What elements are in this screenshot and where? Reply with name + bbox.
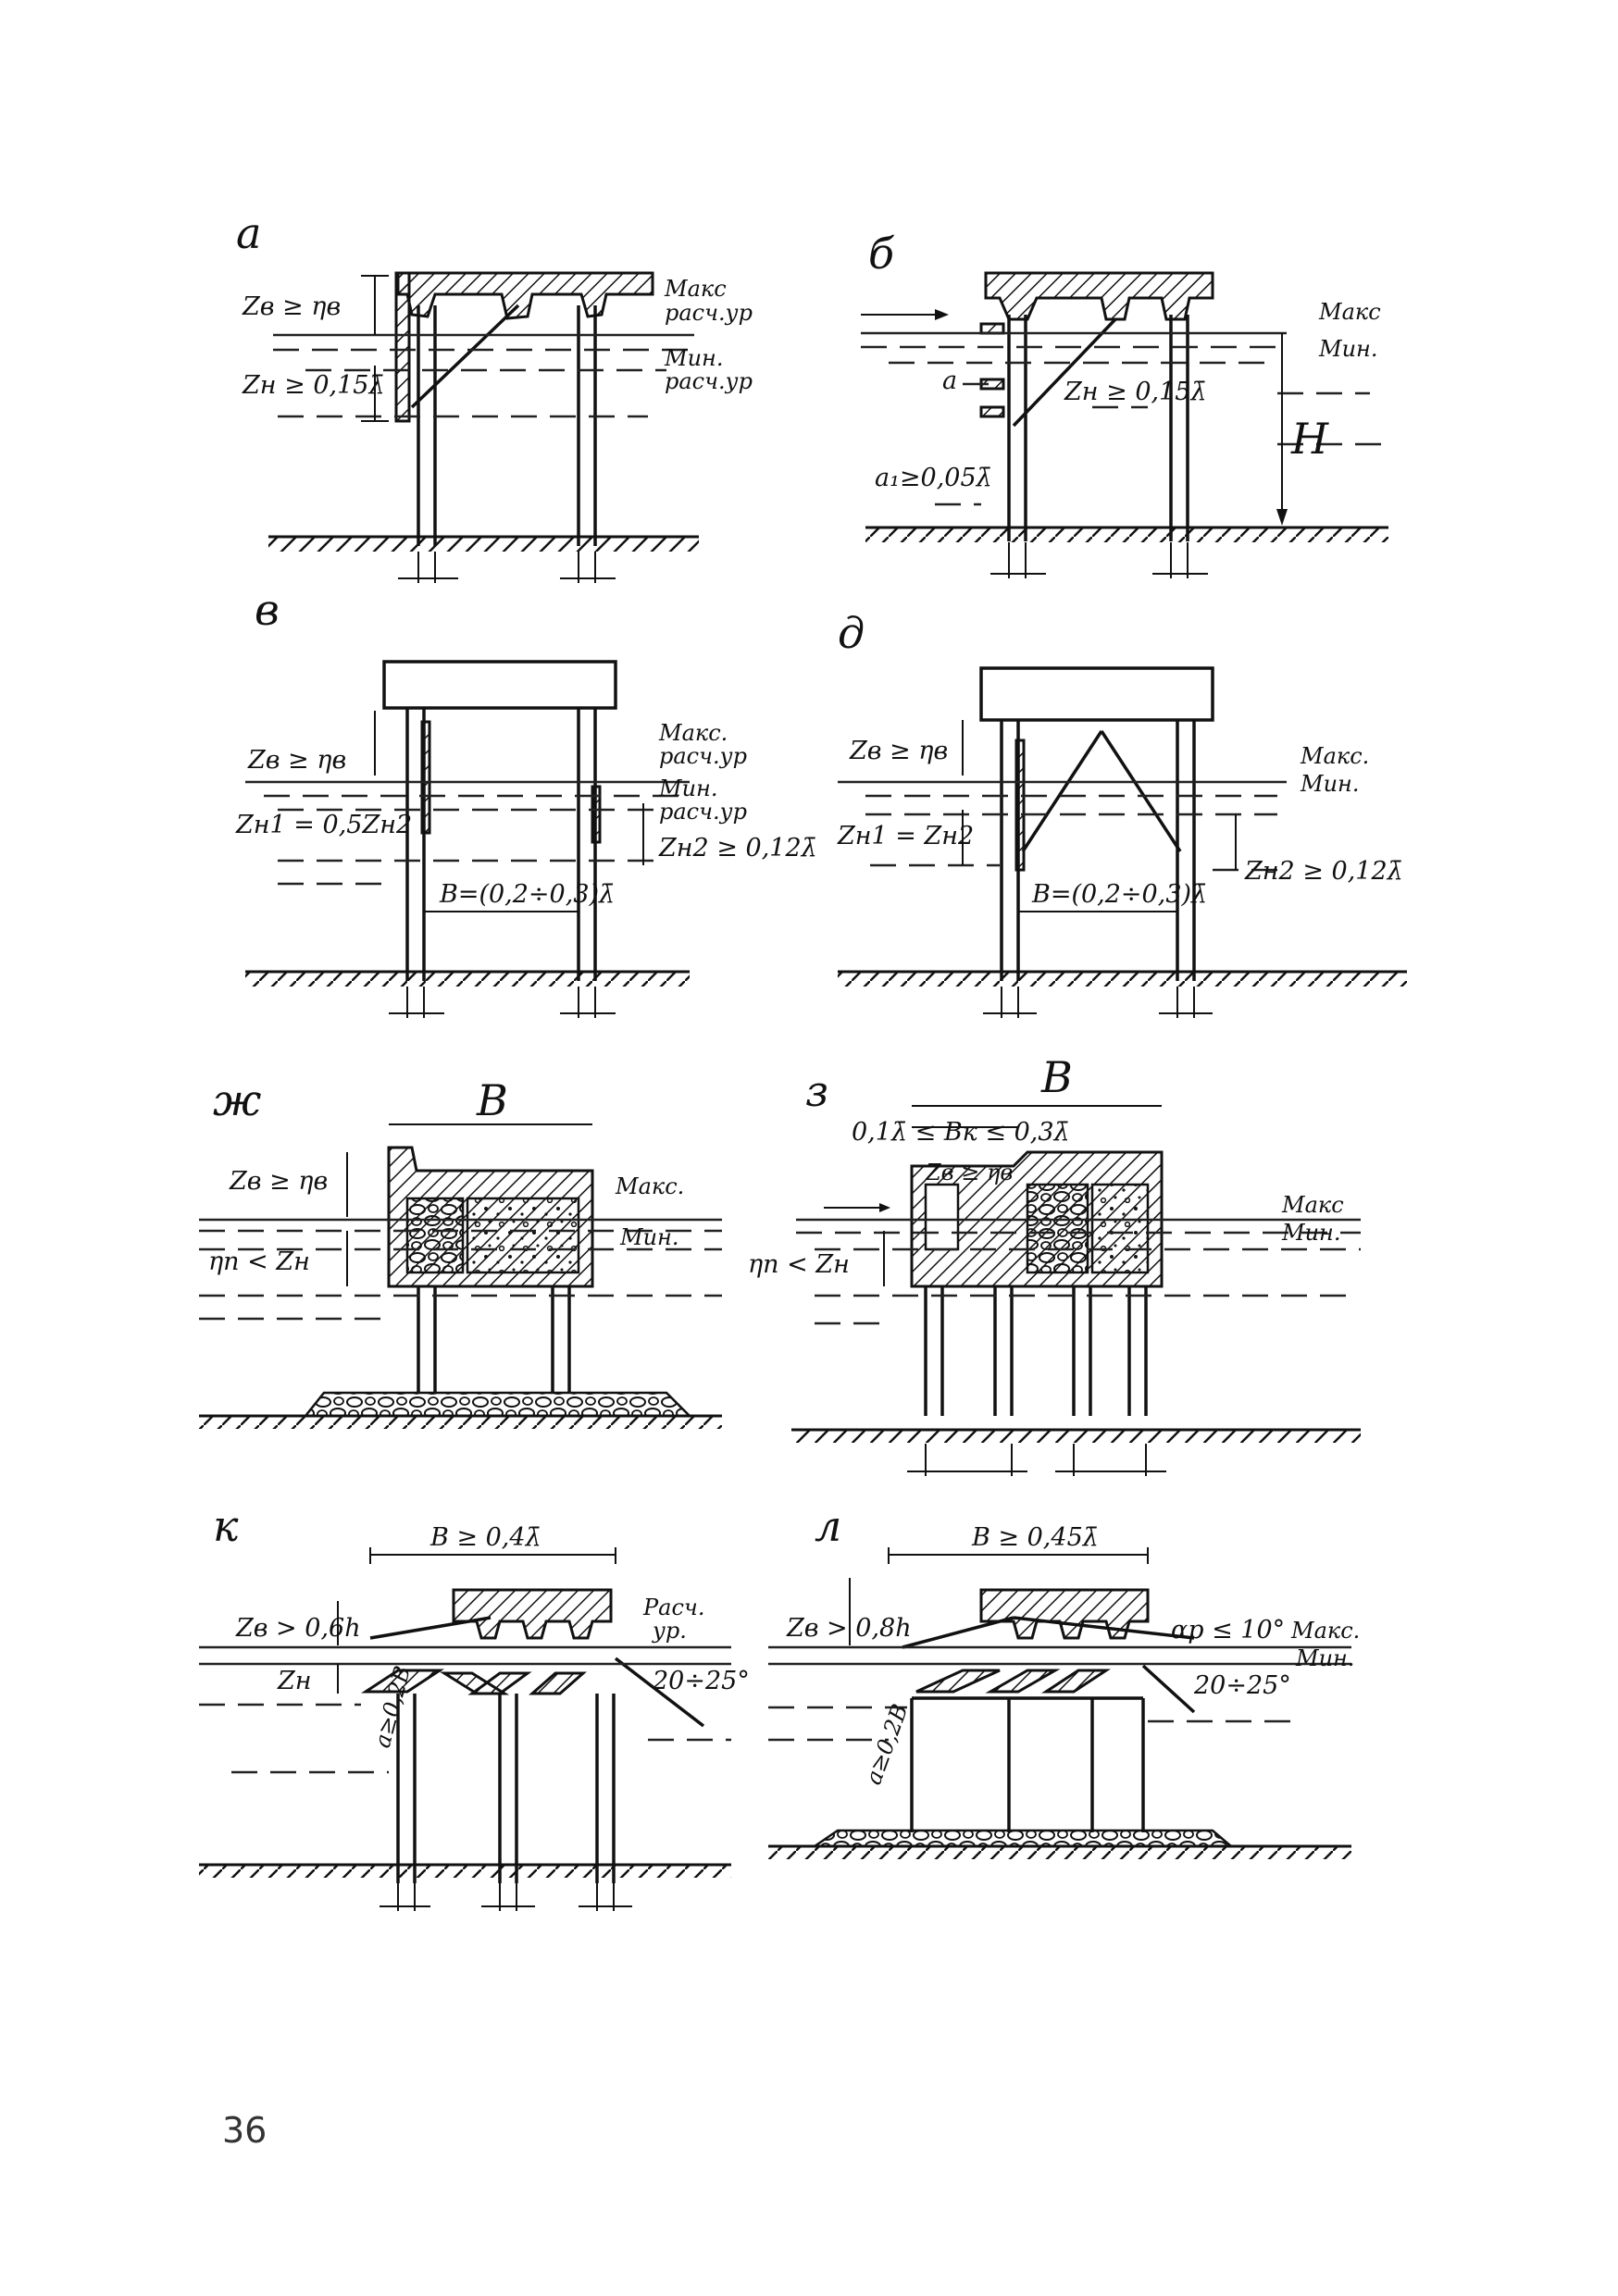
panel-k-letter: к: [213, 1501, 239, 1551]
panel-z-b: B: [1040, 1052, 1073, 1102]
panel-v-max: Макс.: [658, 720, 728, 746]
panel-a-min-2: расч.ур: [665, 368, 753, 394]
panel-l-min: Мин.: [1295, 1645, 1354, 1671]
panel-d-zv: Zв ≥ ηв: [849, 737, 948, 765]
panel-l-zv: Zв > 0,8h: [786, 1614, 912, 1643]
panel-d: д Zв ≥ ηв Zн1 = Zн2 Zн2 ≥ 0,12λ̄ B=(0,2÷…: [837, 608, 1407, 1018]
panel-zh-min: Мин.: [619, 1224, 678, 1250]
panel-b-letter: б: [868, 229, 895, 279]
brace-a: [410, 304, 520, 409]
panel-v-min-2: расч.ур: [659, 799, 747, 825]
panel-d-letter: д: [838, 608, 865, 658]
panel-v-letter: в: [255, 585, 280, 635]
panel-a-max-2: расч.ур: [665, 300, 753, 326]
deck-v: [382, 660, 617, 710]
panel-l: л B ≥ 0,45λ̄ Zв > 0,8h αр ≤ 10° 20÷25° a…: [768, 1501, 1360, 1859]
panel-v-min: Мин.: [658, 776, 717, 801]
panel-b: б Макс Мин. a a₁≥0,: [861, 229, 1388, 578]
deck-b: [984, 271, 1214, 321]
panel-a-min: Мин.: [664, 345, 723, 371]
panel-k: к B ≥ 0,4λ̄ Zв >: [199, 1501, 750, 1911]
panel-a-letter: а: [236, 208, 261, 258]
panel-a-max: Макс: [664, 276, 727, 302]
panel-z: з B 0,1λ̄ ≤ Bк ≤ 0,3λ̄ Zв ≥ ηв ηп: [748, 1052, 1361, 1476]
panel-v-zn1: Zн1 = 0,5Zн2: [235, 811, 412, 839]
panel-v-zv: Zв ≥ ηв: [247, 746, 346, 775]
deck-l: [979, 1588, 1150, 1640]
panel-k-angle: 20÷25°: [652, 1667, 750, 1695]
screen-wall-a: [394, 271, 411, 423]
panel-b-a1: a₁≥0,05λ̄: [875, 464, 992, 492]
panel-b-a: a: [942, 366, 957, 395]
panel-k-level-2: ур.: [652, 1618, 687, 1644]
panel-z-eta: ηп < Zн: [748, 1250, 850, 1279]
panel-b-min: Мин.: [1318, 336, 1377, 362]
panel-b-h: H: [1290, 414, 1329, 464]
panel-zh-eta: ηп < Zн: [208, 1247, 310, 1276]
deck-k: [452, 1588, 613, 1640]
panel-b-zn: Zн ≥ 0,15λ̄: [1064, 378, 1207, 406]
panel-d-width: B=(0,2÷0,3)λ̄: [1031, 880, 1207, 909]
panel-v-max-2: расч.ур: [659, 743, 747, 769]
panel-z-letter: з: [805, 1066, 828, 1116]
panel-k-zn: Zн: [277, 1667, 312, 1695]
panel-l-letter: л: [815, 1501, 841, 1551]
panel-zh-zv: Zв ≥ ηв: [229, 1167, 328, 1196]
panel-k-level: Расч.: [642, 1595, 704, 1620]
panel-l-alpha: αр ≤ 10°: [1171, 1616, 1285, 1644]
panel-a: а Zв ≥ ηв Zн ≥ 0,15λ̄ Макс расч.ур: [236, 208, 753, 583]
panel-v-zn2: Zн2 ≥ 0,12λ̄: [658, 834, 817, 863]
panel-b-max: Макс: [1318, 299, 1381, 325]
panel-zh-max: Макс.: [615, 1173, 684, 1199]
deck-d: [979, 666, 1214, 722]
panel-l-width: B ≥ 0,45λ̄: [971, 1523, 1099, 1552]
panel-v-width: B=(0,2÷0,3)λ̄: [439, 880, 615, 909]
panel-zh-letter: ж: [213, 1075, 261, 1125]
panel-d-min: Мин.: [1300, 771, 1359, 797]
panel-v: в Zв ≥ ηв Zн1 = 0,5Zн2 Zн2 ≥ 0,12λ̄ B=(0…: [235, 585, 817, 1018]
panel-d-zn1: Zн1 = Zн2: [837, 822, 974, 850]
panel-z-bk: 0,1λ̄ ≤ Bк ≤ 0,3λ̄: [852, 1118, 1070, 1147]
page-number: 36: [222, 2110, 268, 2151]
panel-d-max: Макс.: [1300, 743, 1369, 769]
panel-z-min: Мин.: [1281, 1220, 1340, 1246]
panel-zh: ж B Zв ≥ ηв ηп < Zн Макс. Мин.: [199, 1075, 722, 1429]
panel-l-a: a≥0,2B: [860, 1701, 913, 1788]
panel-z-zv: Zв ≥ ηв: [925, 1160, 1013, 1185]
panel-a-zv: Zв ≥ ηв: [242, 292, 341, 321]
panel-d-zn2: Zн2 ≥ 0,12λ̄: [1244, 857, 1403, 886]
panel-zh-b: B: [476, 1075, 508, 1125]
panel-k-width: B ≥ 0,4λ̄: [429, 1523, 541, 1552]
panel-l-angle: 20÷25°: [1193, 1671, 1291, 1700]
panel-z-max: Макс: [1281, 1192, 1344, 1218]
panel-l-max: Макс.: [1290, 1618, 1360, 1644]
panel-k-zv: Zв > 0,6h: [235, 1614, 361, 1643]
panel-a-zn: Zн ≥ 0,15λ̄: [242, 371, 385, 400]
panel-k-a: a≥0,2B: [369, 1663, 416, 1750]
